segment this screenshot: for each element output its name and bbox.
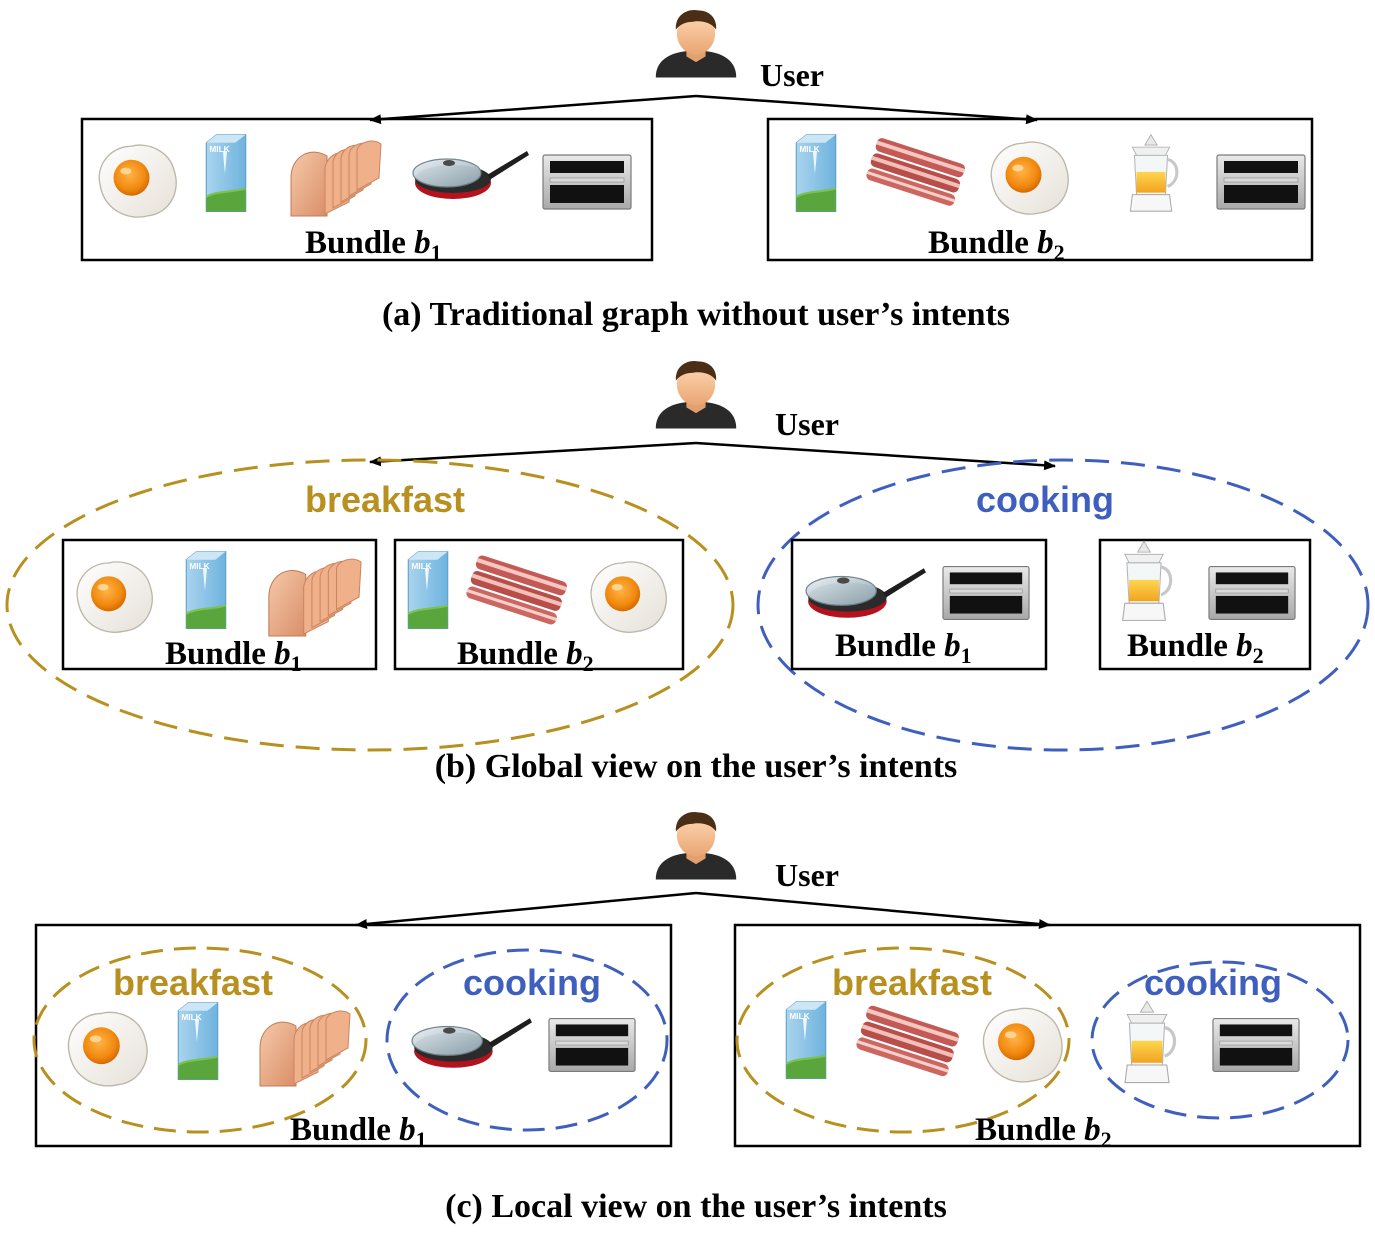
- breakfast-intent-ellipse: [735, 946, 1071, 1134]
- bundle-label: Bundle b1: [290, 1112, 427, 1152]
- cooking-label: cooking: [463, 962, 601, 1003]
- oven-icon: [1208, 565, 1296, 621]
- user-label: User: [775, 857, 839, 893]
- local-bundle-b2-box: breakfast cooking Bundle b2: [733, 923, 1362, 1152]
- pan-icon: [411, 1017, 533, 1069]
- bread-icon: [259, 1010, 351, 1087]
- egg-icon: [76, 561, 153, 633]
- oven-icon: [542, 154, 632, 210]
- breakfast-label: breakfast: [305, 479, 465, 520]
- milk-icon: [177, 1001, 219, 1081]
- caption-a: (a) Traditional graph without user’s int…: [382, 296, 1010, 333]
- bundle-label: Bundle b2: [1127, 628, 1264, 668]
- milk-icon: [785, 1000, 827, 1080]
- caption-c: (c) Local view on the user’s intents: [445, 1188, 947, 1225]
- oven-icon: [1216, 154, 1306, 210]
- juicer-icon: [1128, 133, 1179, 213]
- cooking-intent-ellipse: [756, 458, 1370, 752]
- oven-icon: [548, 1017, 636, 1073]
- milk-icon: [407, 550, 449, 630]
- egg-icon: [982, 1007, 1063, 1083]
- user-avatar-icon: [655, 10, 737, 78]
- juicer-icon: [1123, 999, 1177, 1085]
- bacon-icon: [466, 554, 568, 626]
- user-avatar-icon: [655, 812, 737, 880]
- bundle-label: Bundle b1: [165, 636, 302, 676]
- breakfast-intent-ellipse: [5, 458, 735, 752]
- breakfast-bundle-b1-box: Bundle b1: [61, 538, 378, 676]
- user-avatar-icon: [655, 361, 737, 429]
- breakfast-label: breakfast: [113, 962, 273, 1003]
- egg-icon: [98, 144, 177, 218]
- oven-icon: [942, 565, 1030, 621]
- bundle-label: Bundle b2: [928, 225, 1065, 265]
- panel-b: User breakfast Bundle b1 Bundle b2 cooki…: [5, 361, 1370, 785]
- cooking-label: cooking: [976, 479, 1114, 520]
- bundle-b1-box: Bundle b1: [80, 117, 654, 265]
- bundle-label: Bundle b2: [975, 1112, 1112, 1152]
- breakfast-intent-ellipse: [32, 946, 368, 1134]
- milk-icon: [185, 550, 227, 630]
- panel-c: User breakfast cooking Bundle b1 breakfa…: [32, 812, 1362, 1225]
- breakfast-bundle-b2-box: Bundle b2: [393, 538, 685, 676]
- oven-icon: [1212, 1017, 1300, 1073]
- pan-icon: [805, 567, 927, 619]
- user-label: User: [775, 406, 839, 442]
- bread-icon: [290, 140, 382, 217]
- pan-icon: [412, 150, 530, 200]
- local-bundle-b1-box: breakfast cooking Bundle b1: [32, 923, 673, 1152]
- edge-user-to-breakfast: [369, 441, 697, 467]
- egg-icon: [990, 141, 1069, 215]
- egg-icon: [590, 561, 667, 633]
- egg-icon: [67, 1011, 148, 1087]
- milk-icon: [205, 133, 247, 213]
- edge-user-to-bundle1: [355, 891, 697, 929]
- cooking-intent-ellipse: [385, 948, 669, 1132]
- bundle-label: Bundle b1: [305, 225, 442, 265]
- cooking-bundle-b2-box: Bundle b2: [1098, 538, 1312, 671]
- caption-b: (b) Global view on the user’s intents: [435, 748, 958, 785]
- milk-icon: [795, 133, 837, 213]
- user-label: User: [760, 57, 824, 93]
- panel-a: User Bundle b1 Bundle b2 (a) Tradit: [80, 10, 1314, 333]
- cooking-label: cooking: [1144, 962, 1282, 1003]
- bundle-b2-box: Bundle b2: [766, 117, 1314, 265]
- bacon-icon: [866, 136, 966, 206]
- juicer-icon: [1121, 539, 1173, 623]
- cooking-bundle-b1-box: Bundle b1: [790, 538, 1048, 671]
- edge-user-to-bundle2: [695, 94, 1038, 125]
- breakfast-label: breakfast: [832, 962, 992, 1003]
- bundle-label: Bundle b2: [457, 636, 594, 676]
- bundle-label: Bundle b1: [835, 628, 972, 668]
- edge-user-to-bundle1: [369, 94, 697, 125]
- cooking-intent-ellipse: [1090, 960, 1350, 1120]
- bacon-icon: [856, 1004, 960, 1078]
- edge-user-to-bundle2: [695, 891, 1051, 929]
- bread-icon: [268, 558, 362, 637]
